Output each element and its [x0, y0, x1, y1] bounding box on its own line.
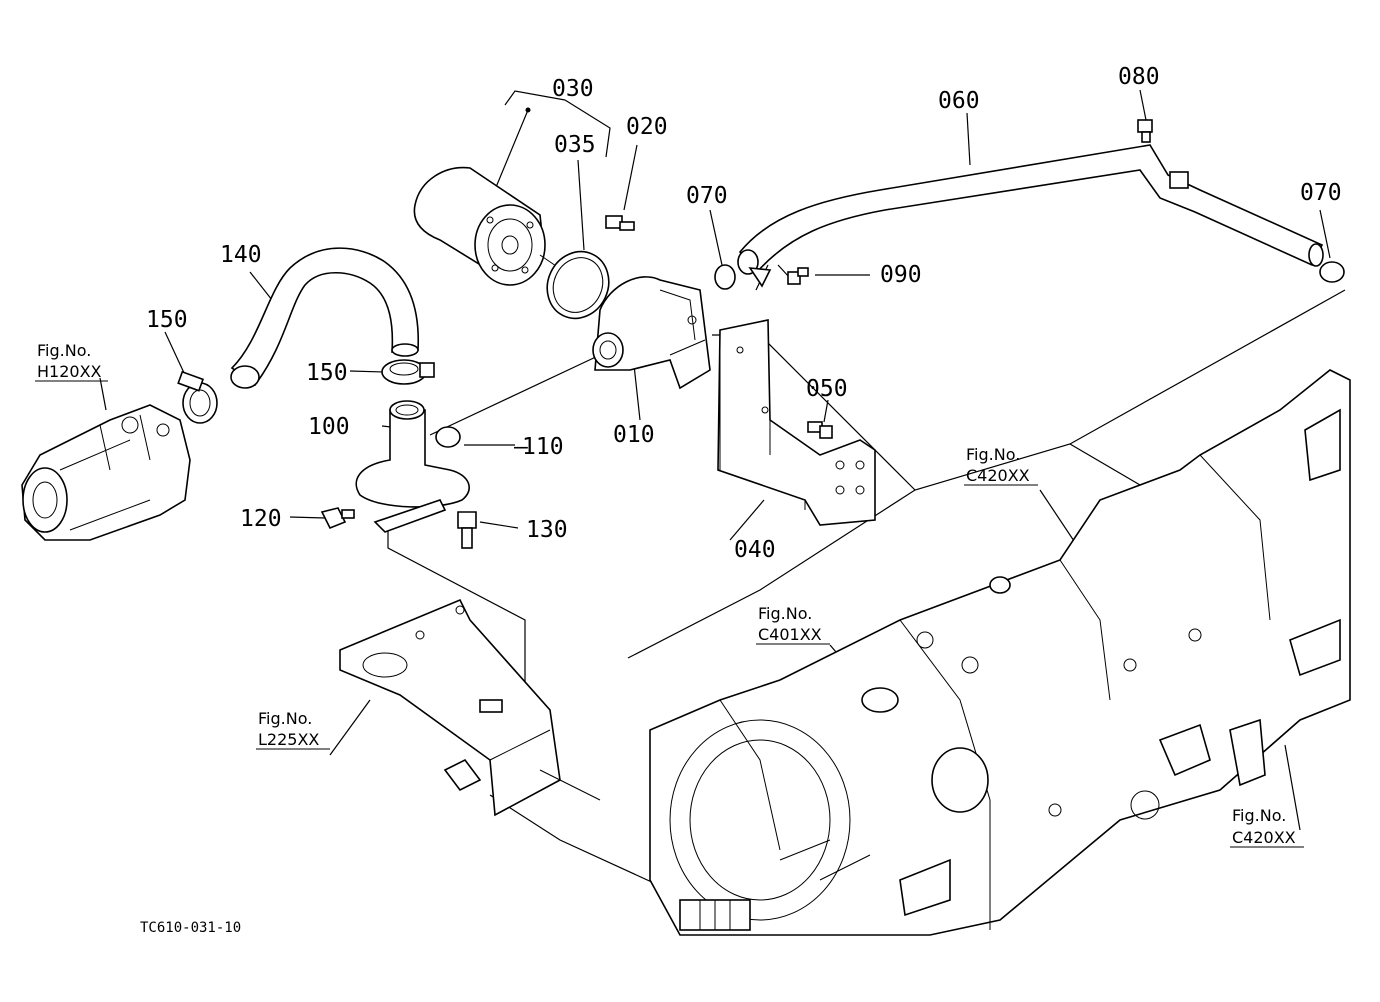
fig-ref-label-l225: Fig.No. — [258, 709, 312, 728]
clamp-150-illustrations — [177, 359, 435, 424]
part-label-110: 110 — [522, 434, 564, 460]
part-label-130: 130 — [526, 517, 568, 543]
pipe-100-illustration — [355, 400, 470, 533]
pipe-060-illustration — [737, 144, 1324, 288]
fig-ref-code-l225: L225XX — [258, 730, 319, 749]
part-label-030: 030 — [552, 76, 594, 102]
fig-ref-label-c401: Fig.No. — [758, 604, 812, 623]
figure-references: Fig.No. H120XX Fig.No. C420XX Fig.No. C4… — [35, 341, 1304, 848]
part-label-010: 010 — [613, 422, 655, 448]
part-label-060: 060 — [938, 88, 980, 114]
fig-ref-code-h120: H120XX — [37, 362, 102, 381]
part-label-020: 020 — [626, 114, 668, 140]
fig-ref-label-h120: Fig.No. — [37, 341, 91, 360]
part-label-100: 100 — [308, 414, 350, 440]
part-label-090: 090 — [880, 262, 922, 288]
bolt-080-090-illustrations — [787, 119, 1153, 285]
part-label-080: 080 — [1118, 64, 1160, 90]
leader-lines — [99, 89, 1346, 896]
fig-ref-code-c401: C401XX — [758, 625, 822, 644]
diagram-code: TC610-031-10 — [140, 920, 241, 936]
o-ring-070-illustrations — [714, 261, 1345, 290]
part-label-150-upper: 150 — [306, 360, 348, 386]
part-labels: 030 035 020 070 060 080 070 090 050 040 … — [146, 64, 1342, 563]
fig-ref-label-c420-top: Fig.No. — [966, 445, 1020, 464]
hose-140-illustration — [230, 247, 420, 389]
part-label-050: 050 — [806, 376, 848, 402]
part-label-070-right: 070 — [1300, 180, 1342, 206]
part-label-140: 140 — [220, 242, 262, 268]
fig-ref-code-c420-bottom: C420XX — [1232, 828, 1296, 847]
bolt-120-130-illustrations — [320, 507, 477, 549]
oil-filter-030-illustration — [413, 166, 621, 320]
part-label-150-left: 150 — [146, 307, 188, 333]
filter-head-010-illustration — [592, 276, 711, 390]
fig-ref-label-c420-bottom: Fig.No. — [1232, 806, 1286, 825]
part-label-040: 040 — [734, 537, 776, 563]
fig-ref-code-c420-top: C420XX — [966, 466, 1030, 485]
part-label-070-left: 070 — [686, 183, 728, 209]
part-label-120: 120 — [240, 506, 282, 532]
part-label-110-dash: – — [514, 434, 528, 460]
bolt-020-illustration — [605, 215, 635, 231]
bracket-040-illustration — [717, 319, 876, 526]
hydraulic-pump-illustration — [21, 404, 191, 541]
frame-bracket-illustration — [339, 598, 601, 817]
part-label-035: 035 — [554, 132, 596, 158]
transmission-assembly-illustration — [649, 369, 1351, 936]
